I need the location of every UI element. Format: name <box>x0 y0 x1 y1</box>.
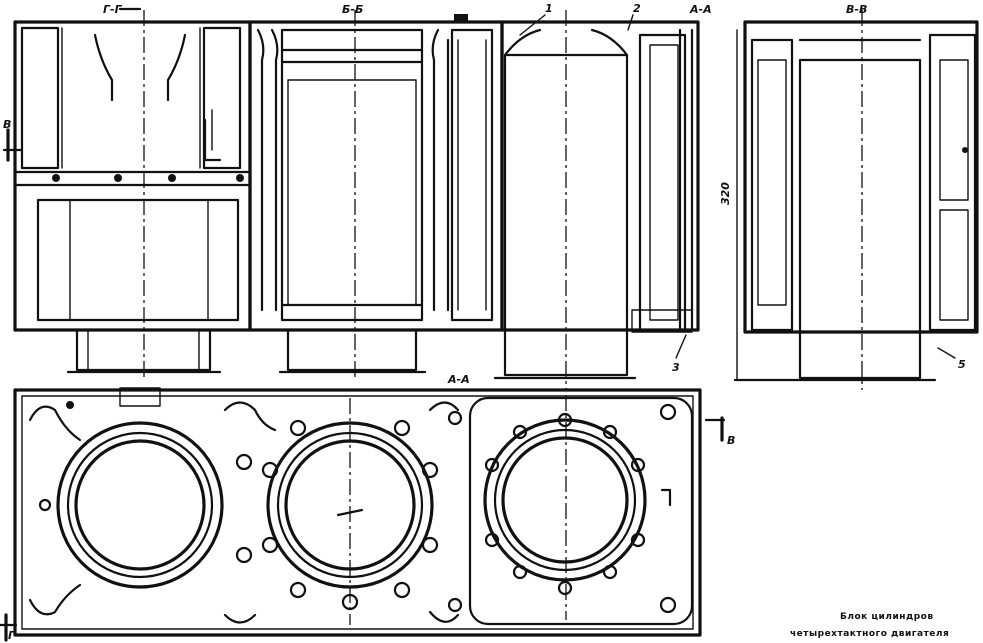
callout-1: 1 <box>519 2 553 36</box>
mark-g-bottom-label: Г <box>8 629 16 642</box>
callout-5-label: 5 <box>958 358 966 371</box>
section-v-v-view <box>733 10 979 390</box>
callout-3-top: 3 <box>672 334 687 374</box>
cylinder-bore-1 <box>56 421 224 589</box>
mark-v-right-label: В <box>727 434 735 447</box>
stud-holes-2 <box>235 419 439 611</box>
callout-2-label: 2 <box>633 2 641 15</box>
section-a-a-top-view <box>493 10 700 390</box>
section-b-b-view <box>248 10 504 380</box>
section-a-top-label: А-А <box>689 3 712 16</box>
dim-height-label: 320 <box>719 182 732 205</box>
mark-v-left-label: В <box>3 118 11 131</box>
stud-holes-3 <box>447 403 677 614</box>
caption-line-1: Блок цилиндров <box>840 612 934 622</box>
section-b-label: Б-Б <box>342 3 363 16</box>
caption-line-2: четырехтактного двигателя <box>790 629 949 639</box>
section-marker-v-left: В <box>2 118 24 162</box>
section-g-label: Г-Г <box>103 3 123 16</box>
section-a-bottom-label: А-А <box>447 373 470 386</box>
callout-1-label: 1 <box>545 2 553 15</box>
callout-2: 2 <box>627 2 641 31</box>
section-g-g-view <box>13 10 252 380</box>
section-v-label: В-В <box>846 3 867 16</box>
plan-view <box>13 387 702 637</box>
callout-3-label: 3 <box>672 361 680 374</box>
cylinder-bore-3 <box>483 418 647 582</box>
section-marker-v-right: В <box>704 416 735 447</box>
callout-5: 5 <box>937 347 966 371</box>
drawing-caption: Блок цилиндров четырехтактного двигателя <box>790 612 949 639</box>
section-marker-g-bottom: Г <box>0 613 18 642</box>
